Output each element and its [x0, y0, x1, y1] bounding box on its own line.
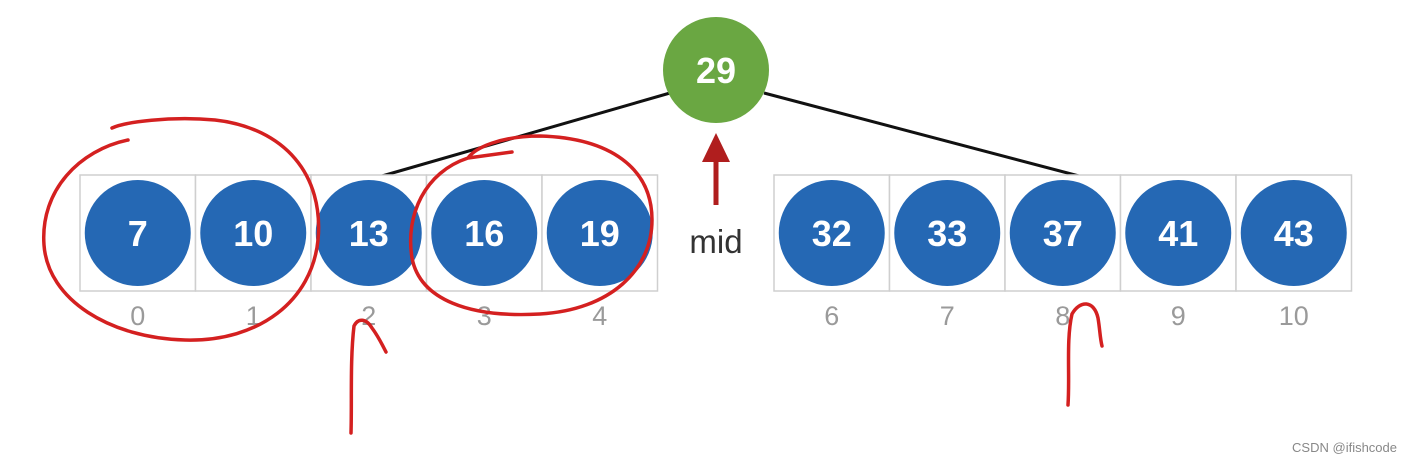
tree-edges: [381, 91, 1080, 178]
root-node: 29: [663, 17, 769, 123]
edge-root-to-right: [763, 91, 1080, 178]
annot-arrow-left: [349, 318, 388, 435]
root-value: 29: [696, 50, 736, 91]
right-index-label: 6: [824, 301, 839, 331]
right-index-label: 9: [1171, 301, 1186, 331]
edge-root-to-left: [381, 91, 671, 178]
annot-arrow-right: [1066, 302, 1104, 407]
left-node-value: 10: [233, 213, 273, 254]
left-node-circle: [546, 180, 653, 286]
right-node-circle: [1125, 180, 1232, 286]
left-node-circle: [200, 180, 307, 286]
left-index-label: 0: [130, 301, 145, 331]
handwritten-annotations: [42, 116, 1104, 435]
root-circle: [663, 17, 769, 123]
right-node-circle: [1240, 180, 1347, 286]
right-node-circle: [778, 180, 885, 286]
right-index-label: 10: [1279, 301, 1309, 331]
array-nodes: 7 10 13 16 19 32 33 37 41 43: [84, 180, 1347, 286]
mid-marker: mid: [689, 133, 743, 260]
array-indices: 0 1 2 3 4 6 7 8 9 10: [130, 301, 1309, 331]
left-index-label: 2: [361, 301, 376, 331]
left-node-circle: [84, 180, 191, 286]
right-node-value: 43: [1274, 213, 1314, 254]
left-node-value: 7: [128, 213, 148, 254]
right-index-label: 7: [940, 301, 955, 331]
left-node-value: 16: [464, 213, 504, 254]
left-node-circle: [315, 180, 422, 286]
left-index-label: 4: [592, 301, 607, 331]
left-index-label: 1: [246, 301, 261, 331]
annot-loop-right: [408, 134, 654, 317]
right-node-value: 37: [1043, 213, 1083, 254]
right-node-circle: [894, 180, 1001, 286]
right-index-label: 8: [1055, 301, 1070, 331]
left-index-label: 3: [477, 301, 492, 331]
mid-label: mid: [689, 223, 742, 260]
left-node-circle: [431, 180, 538, 286]
right-node-value: 32: [812, 213, 852, 254]
right-node-circle: [1009, 180, 1116, 286]
left-node-value: 13: [349, 213, 389, 254]
annot-loop-left: [42, 116, 321, 342]
watermark: CSDN @ifishcode: [1292, 440, 1397, 455]
right-node-value: 33: [927, 213, 967, 254]
left-node-value: 19: [580, 213, 620, 254]
mid-arrow-icon: [702, 133, 730, 162]
right-node-value: 41: [1158, 213, 1198, 254]
